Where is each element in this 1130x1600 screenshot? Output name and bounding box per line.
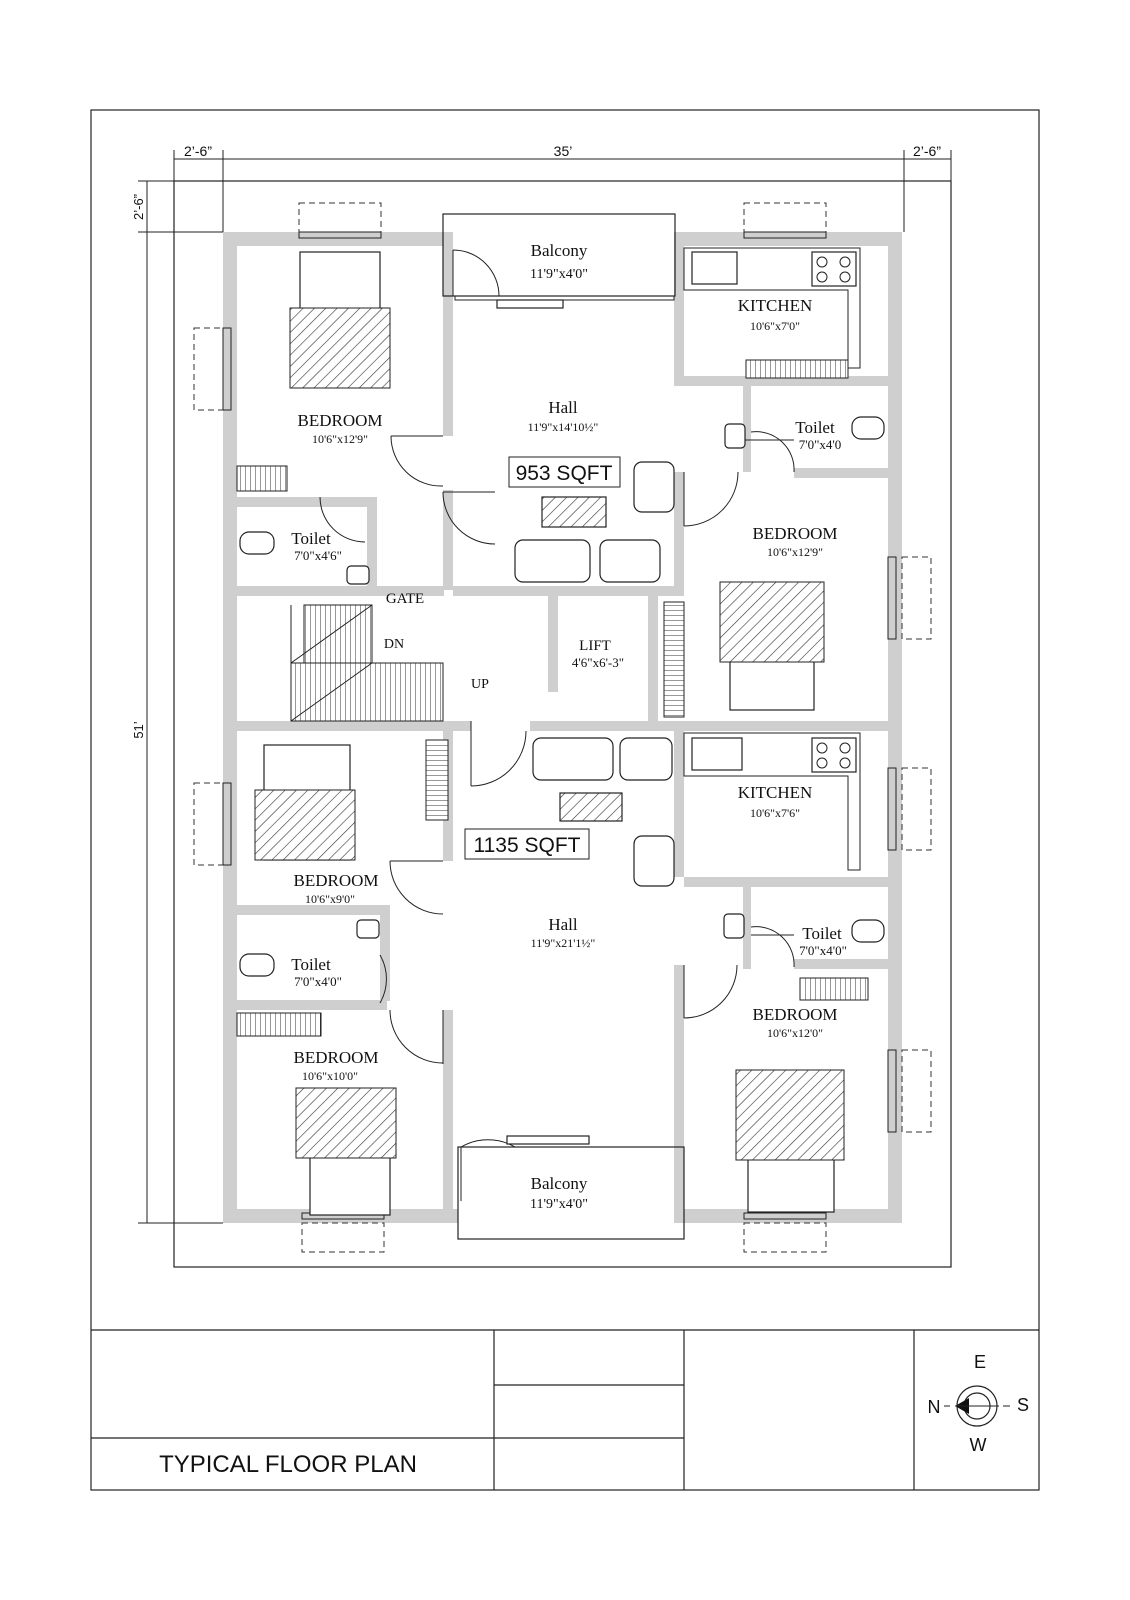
room-bedroom-top-right: BEDROOM 10'6"x12'9": [752, 524, 837, 559]
compass-e: E: [974, 1352, 986, 1372]
compass-w: W: [970, 1435, 987, 1455]
room-name: Toilet: [291, 529, 331, 548]
room-size: 11'9"x4'0": [530, 267, 588, 282]
room-hall-bottom: Hall 11'9"x21'1½": [531, 915, 596, 950]
room-size: 7'0"x4'0: [799, 437, 842, 452]
dim-top-left-setback: 2’-6”: [184, 143, 212, 159]
room-bedroom-mid-left: BEDROOM 10'6"x9'0": [293, 871, 378, 906]
area-upper-flat: 953 SQFT: [508, 456, 621, 488]
room-size: 7'0"x4'0": [294, 974, 342, 989]
dim-left-setback: 2’-6”: [131, 194, 146, 220]
room-size: 10'6"x7'0": [750, 319, 800, 333]
room-kitchen-top: KITCHEN 10'6"x7'0": [738, 296, 813, 333]
room-bedroom-top-left: BEDROOM 10'6"x12'9": [297, 411, 382, 446]
toilet-fixtures: [239, 416, 885, 977]
balcony-bottom-outline: [457, 1146, 685, 1240]
room-name: Toilet: [802, 924, 842, 943]
room-name: KITCHEN: [738, 783, 813, 802]
area-lower-flat: 1135 SQFT: [464, 828, 590, 860]
room-size: 10'6"x7'6": [750, 806, 800, 820]
drawing-title: TYPICAL FLOOR PLAN: [159, 1451, 417, 1478]
room-kitchen-bottom: KITCHEN 10'6"x7'6": [738, 783, 813, 820]
room-size: 10'6"x12'9": [312, 432, 368, 446]
room-name: BEDROOM: [293, 871, 378, 890]
room-size: 10'6"x12'0": [767, 1026, 823, 1040]
room-size: 10'6"x10'0": [302, 1069, 358, 1083]
room-name: BEDROOM: [752, 524, 837, 543]
room-size: 10'6"x12'9": [767, 545, 823, 559]
plot-boundary: [173, 180, 952, 1268]
compass-n: N: [928, 1397, 941, 1417]
room-toilet-top-right: Toilet 7'0"x4'0: [795, 418, 841, 452]
room-toilet-top-left: Toilet 7'0"x4'6": [291, 529, 342, 563]
dimension-lines: [138, 150, 952, 1224]
room-name: Balcony: [531, 1174, 588, 1193]
kitchen-counters: [683, 247, 861, 871]
room-name: BEDROOM: [293, 1048, 378, 1067]
room-bedroom-bottom-right: BEDROOM 10'6"x12'0": [752, 1005, 837, 1040]
room-toilet-bottom-left: Toilet 7'0"x4'0": [291, 955, 342, 989]
circulation-labels: GATE DN UP LIFT 4'6"x6'-3": [384, 591, 624, 692]
room-size: 11'9"x4'0": [530, 1197, 588, 1212]
down-label: DN: [384, 637, 404, 652]
room-name: Hall: [548, 915, 578, 934]
room-bedroom-bottom-left: BEDROOM 10'6"x10'0": [293, 1048, 378, 1083]
room-size: 11'9"x14'10½": [528, 420, 599, 434]
room-size: 10'6"x9'0": [305, 892, 355, 906]
room-name: Toilet: [795, 418, 835, 437]
area-label: 953 SQFT: [516, 462, 613, 485]
up-label: UP: [471, 677, 489, 692]
staircase: [236, 359, 869, 1037]
room-hall-top: Hall 11'9"x14'10½": [528, 398, 599, 434]
room-name: Hall: [548, 398, 578, 417]
lift-label: LIFT: [579, 638, 611, 654]
windows: [193, 202, 932, 1253]
dim-top-right-setback: 2’-6”: [913, 143, 941, 159]
room-name: Toilet: [291, 955, 331, 974]
doors: [319, 249, 795, 1201]
dim-top-width: 35’: [554, 143, 573, 159]
room-toilet-bottom-right: Toilet 7'0"x4'0": [799, 924, 847, 958]
room-balcony-bottom: Balcony 11'9"x4'0": [530, 1174, 588, 1212]
walls: [223, 232, 902, 1223]
room-name: BEDROOM: [297, 411, 382, 430]
sheet-border: [90, 109, 1040, 1491]
living-furniture: [496, 299, 675, 1145]
compass-s: S: [1017, 1395, 1029, 1415]
room-size: 11'9"x21'1½": [531, 936, 596, 950]
gate-label: GATE: [386, 591, 424, 607]
room-name: Balcony: [531, 241, 588, 260]
area-label: 1135 SQFT: [474, 834, 581, 857]
room-size: 7'0"x4'6": [294, 548, 342, 563]
lift-size: 4'6"x6'-3": [572, 655, 624, 670]
compass-icon: E N S W: [928, 1352, 1030, 1455]
room-name: KITCHEN: [738, 296, 813, 315]
title-block: TYPICAL FLOOR PLAN: [91, 1329, 1039, 1490]
dim-left-height: 51’: [131, 721, 146, 738]
room-balcony-top: Balcony 11'9"x4'0": [530, 241, 588, 282]
room-name: BEDROOM: [752, 1005, 837, 1024]
room-size: 7'0"x4'0": [799, 943, 847, 958]
beds: [254, 251, 845, 1216]
